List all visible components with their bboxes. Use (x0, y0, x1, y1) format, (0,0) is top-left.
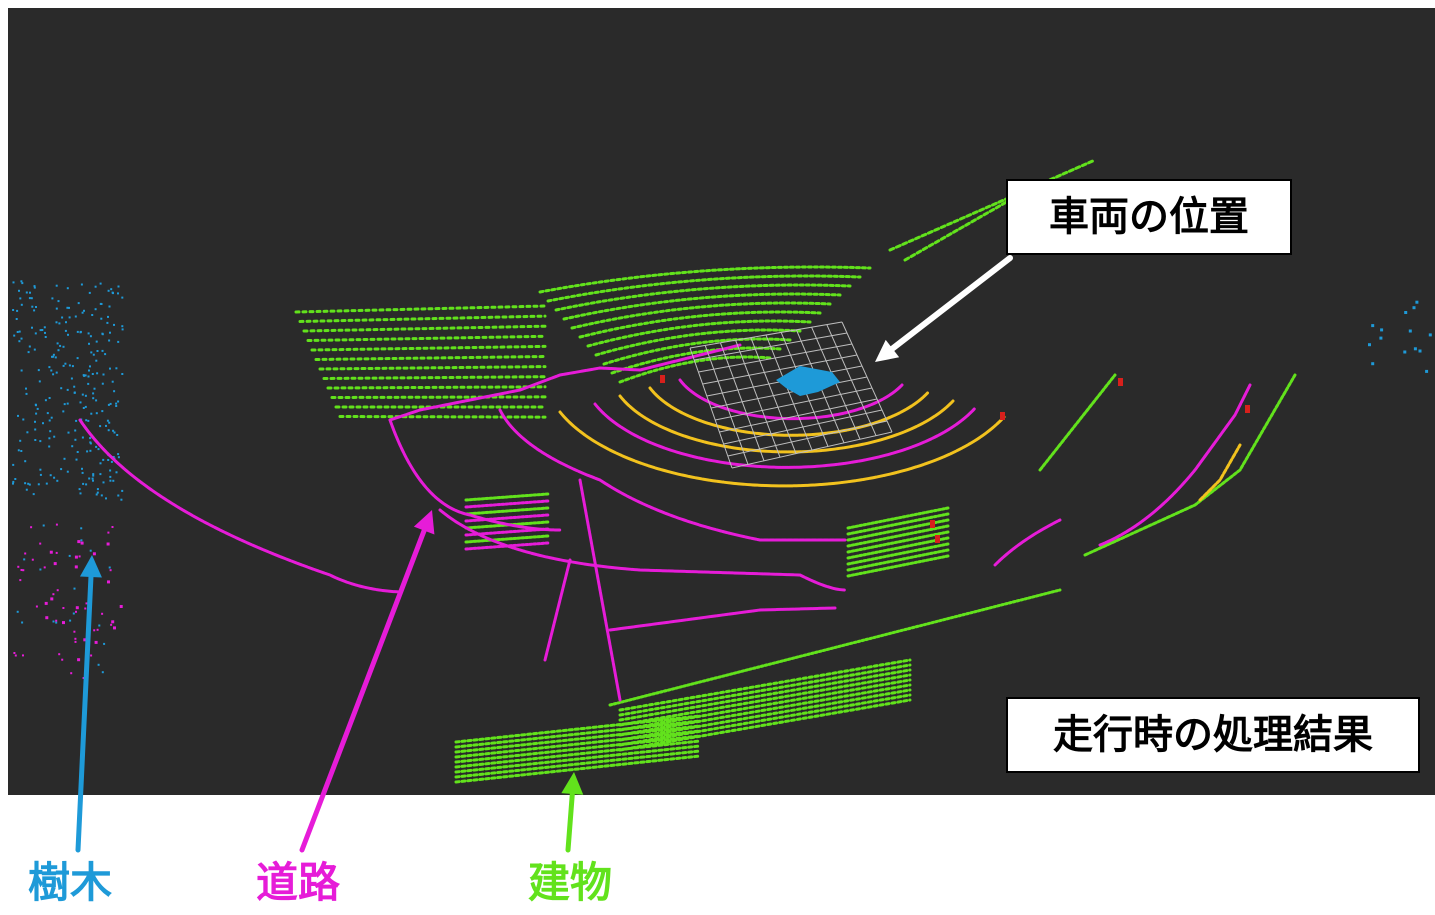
result-callout: 走行時の処理結果 (1006, 697, 1420, 773)
result-label: 走行時の処理結果 (1053, 712, 1373, 758)
road-points (44, 343, 1252, 702)
vehicle-grid (689, 321, 893, 469)
building-points (294, 158, 1297, 784)
vehicle-position-callout: 車両の位置 (1006, 179, 1292, 255)
vehicle-position-label: 車両の位置 (1049, 194, 1249, 240)
vehicle-marker-icon (776, 366, 840, 396)
annotation-arrows (75, 255, 1013, 853)
legend-road: 道路 (256, 858, 341, 907)
tree-points (12, 280, 1432, 679)
legend-tree: 樹木 (28, 858, 113, 907)
legend-building: 建物 (528, 858, 613, 907)
point-cloud-panel (8, 8, 1435, 795)
